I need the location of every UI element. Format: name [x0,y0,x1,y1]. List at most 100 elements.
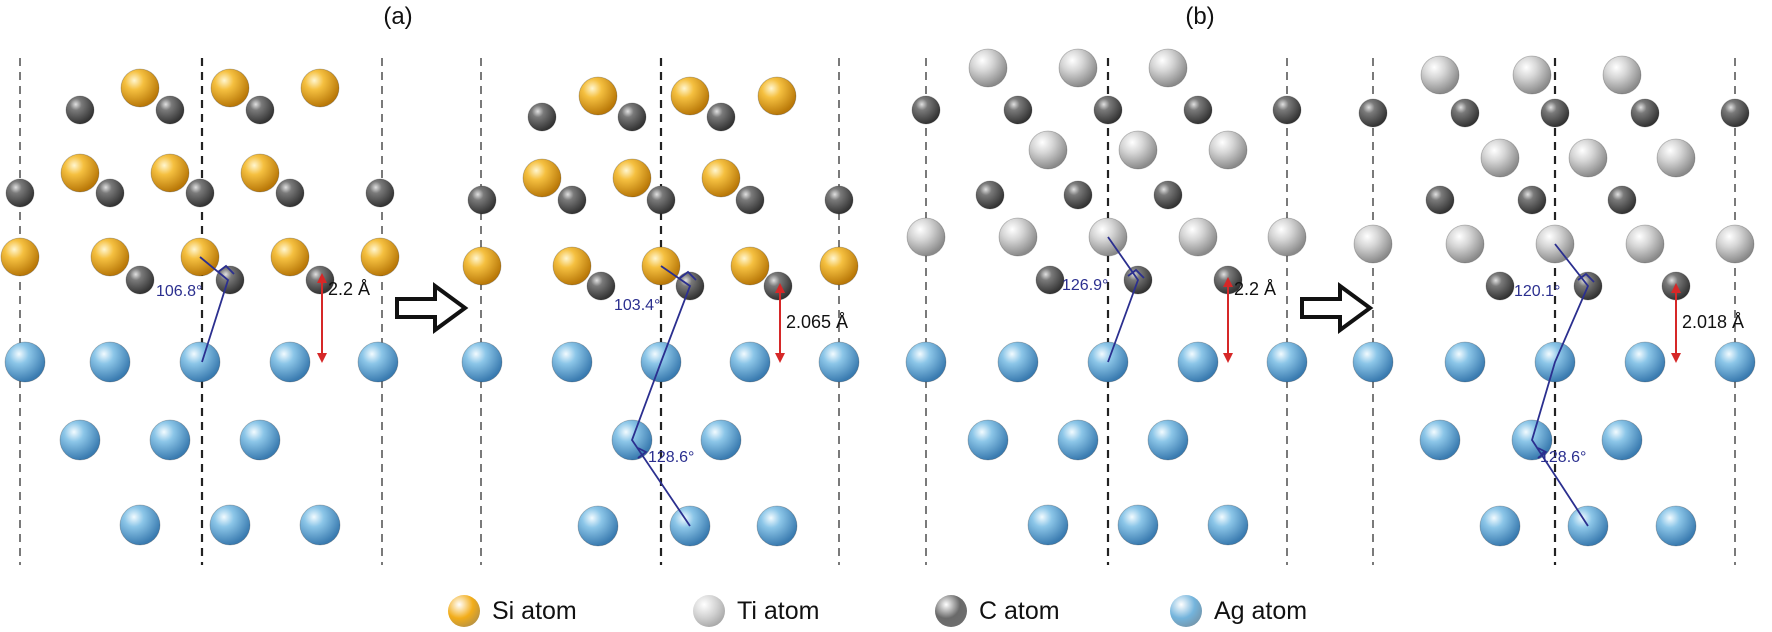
ag-atom [209,504,251,546]
ag-atom [729,341,771,383]
panel-a-label: (a) [383,3,412,30]
si-atom [612,158,652,198]
ag-atom [239,419,281,461]
ag-atom [1444,341,1486,383]
c-atom [1063,180,1093,210]
ag-atom [1601,419,1643,461]
c-atom [646,185,676,215]
ag-atom [818,341,860,383]
si-atom [360,237,400,277]
ag-atom [700,419,742,461]
angle-marker [679,270,697,281]
ag-atom [461,341,503,383]
legend-item-si: Si atom [448,595,577,627]
c-atom [706,102,736,132]
bond-angle-path [630,265,692,527]
ag-atom [357,341,399,383]
c-atom [155,95,185,125]
legend-label: Ag atom [1214,596,1308,625]
ag-atom [1266,341,1308,383]
c-atom [275,178,305,208]
ti-atom [998,217,1038,257]
ag-atom [4,341,46,383]
process-arrow-icon [395,282,469,334]
ag-atom-icon [1170,595,1202,627]
c-atom [245,95,275,125]
legend-label: Ti atom [737,596,820,625]
ti-atom [1602,55,1642,95]
si-atom [300,68,340,108]
ti-atom-icon [693,595,725,627]
ti-atom [1625,224,1665,264]
si-atom [240,153,280,193]
ag-atom [1057,419,1099,461]
panel-b-label: (b) [1185,3,1214,30]
ti-atom [1512,55,1552,95]
si-atom [0,237,40,277]
si-atom [757,76,797,116]
distance-label: 2.2 Å [1234,279,1276,299]
c-atom [1358,98,1388,128]
ti-atom [1715,224,1755,264]
si-atom [819,246,859,286]
angle-label: 120.1° [1514,283,1560,300]
ti-atom [1118,130,1158,170]
ag-atom [1624,341,1666,383]
ti-atom [1480,138,1520,178]
angle-label: 106.8° [156,283,202,300]
ag-atom [997,341,1039,383]
si-atom [578,76,618,116]
c-atom [586,271,616,301]
c-atom [1720,98,1750,128]
ag-atom [1655,505,1697,547]
c-atom [1425,185,1455,215]
c-atom [65,95,95,125]
c-atom [1035,265,1065,295]
angle-marker [217,264,235,275]
ti-atom [906,217,946,257]
angle-label: 126.9° [1062,277,1108,294]
ag-atom [59,419,101,461]
si-atom [120,68,160,108]
ag-atom [967,419,1009,461]
angle-label: 103.4° [614,297,660,314]
ag-atom [577,505,619,547]
angle-label: 128.6° [648,449,694,466]
si-atom-icon [448,595,480,627]
distance-label: 2.065 Å [786,312,848,332]
bond-angle-path [199,256,230,363]
ag-atom [756,505,798,547]
c-atom [215,265,245,295]
angle-marker [1537,447,1548,459]
ti-atom [1058,48,1098,88]
ag-atom [89,341,131,383]
ti-atom [1208,130,1248,170]
c-atom [1093,95,1123,125]
c-atom [1540,98,1570,128]
ti-atom [1178,217,1218,257]
c-atom [1607,185,1637,215]
ag-atom [1027,504,1069,546]
si-atom [522,158,562,198]
ag-atom [119,504,161,546]
ag-atom [1147,419,1189,461]
angle-marker [1127,268,1145,279]
ag-atom [1714,341,1756,383]
process-arrow-icon [1300,282,1374,334]
si-atom [90,237,130,277]
c-atom [911,95,941,125]
c-atom [365,178,395,208]
si-atom [60,153,100,193]
ti-atom [1148,48,1188,88]
c-atom [1183,95,1213,125]
c-atom [95,178,125,208]
legend-item-ti: Ti atom [693,595,819,627]
angle-label: 128.6° [1540,449,1586,466]
c-atom [557,185,587,215]
legend-item-ag: Ag atom [1170,595,1307,627]
c-atom [185,178,215,208]
ag-atom [179,341,221,383]
c-atom [125,265,155,295]
ag-atom [1177,341,1219,383]
c-atom-icon [935,595,967,627]
